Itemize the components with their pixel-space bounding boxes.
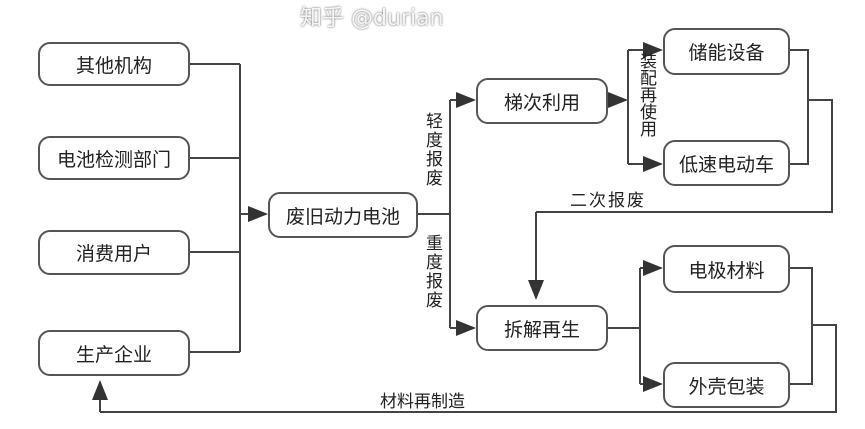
remanufacture-label: 材料再制造 — [380, 392, 465, 412]
source-box-manufacturers: 生产企业 — [38, 330, 190, 376]
light-scrap-label: 轻度报废 — [422, 112, 442, 188]
casing-packaging-box: 外壳包装 — [663, 362, 790, 408]
reuse-label: 装配再使用 — [636, 52, 656, 137]
heavy-scrap-label: 重度报废 — [422, 234, 442, 310]
watermark: 知乎 @durian — [300, 6, 444, 31]
energy-storage-box: 储能设备 — [663, 28, 790, 75]
source-box-battery-testing: 电池检测部门 — [38, 136, 190, 180]
center-box-waste-battery: 废旧动力电池 — [268, 192, 418, 238]
low-speed-ev-box: 低速电动车 — [663, 140, 790, 186]
source-box-other-institutions: 其他机构 — [38, 42, 190, 86]
second-scrap-label: 二次报废 — [570, 191, 646, 211]
electrode-material-box: 电极材料 — [663, 245, 790, 293]
cascade-use-box: 梯次利用 — [476, 78, 608, 124]
dismantle-box: 拆解再生 — [476, 305, 608, 351]
source-box-consumers: 消费用户 — [38, 230, 190, 275]
